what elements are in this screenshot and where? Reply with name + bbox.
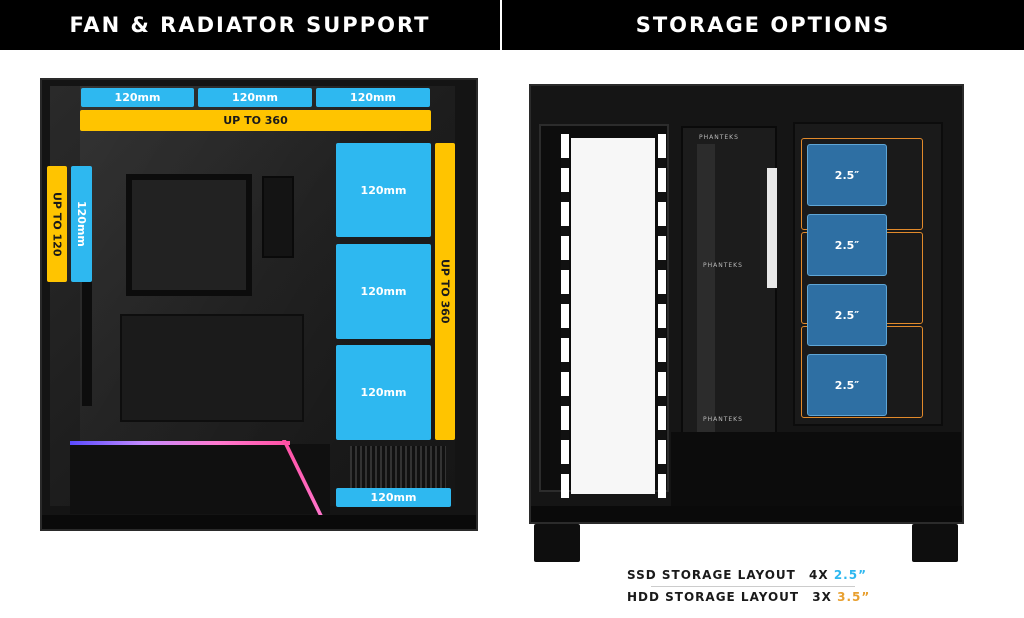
top-fan-2-label: 120mm [198, 88, 312, 107]
side-fan-3-label: 120mm [336, 345, 431, 440]
rear-io-bracket [82, 256, 92, 406]
case-foot-right [912, 524, 958, 562]
ssd-slot-1: 2.5″ [807, 144, 887, 206]
shroud-mesh [350, 446, 446, 492]
ssd-storage-layout-line: SSD STORAGE LAYOUT 4X 2.5” [627, 568, 867, 582]
storage-options-title: STORAGE OPTIONS [635, 13, 891, 37]
ssd-slot-2: 2.5″ [807, 214, 887, 276]
side-radiator-label: UP TO 360 [435, 143, 455, 440]
motherboard-cutout [126, 174, 252, 296]
top-fan-1-label: 120mm [81, 88, 194, 107]
brand-tag-3: PHANTEKS [703, 416, 743, 423]
gpu-mount-bar [697, 144, 715, 444]
case-foot-left [534, 524, 580, 562]
storage-legend-divider [651, 586, 855, 587]
side-fan-1-label: 120mm [336, 143, 431, 237]
bottom-fan-label: 120mm [336, 488, 451, 507]
fan-radiator-header: FAN & RADIATOR SUPPORT [0, 0, 500, 50]
storage-options-header: STORAGE OPTIONS [502, 0, 1024, 50]
brand-tag-1: PHANTEKS [699, 134, 739, 141]
case-base [42, 515, 476, 529]
vent-slots-right [658, 134, 666, 498]
white-cable-cover [767, 168, 777, 288]
vent-slots-left [561, 134, 569, 498]
hdd-layout-text: HDD STORAGE LAYOUT [627, 590, 800, 604]
ssd-slot-3: 2.5″ [807, 284, 887, 346]
psu-shroud [70, 444, 330, 514]
hdd-size: 3.5” [837, 590, 871, 604]
case-photo-storage: PHANTEKS PHANTEKS PHANTEKS 2.5″ 2.5″ 2.5… [529, 84, 964, 524]
rear-radiator-label: UP TO 120 [47, 166, 67, 282]
cable-grommet [262, 176, 294, 258]
rear-white-panel [571, 138, 655, 494]
rgb-light-strip [70, 441, 290, 445]
case-interior [50, 86, 455, 524]
fan-radiator-title: FAN & RADIATOR SUPPORT [69, 13, 431, 37]
psu-bay [671, 432, 961, 512]
motherboard-tray-plate [120, 314, 304, 422]
top-fan-3-label: 120mm [316, 88, 430, 107]
hdd-count: 3X [812, 590, 832, 604]
case-base-right [531, 506, 962, 522]
ssd-size: 2.5” [833, 568, 867, 582]
ssd-layout-text: SSD STORAGE LAYOUT [627, 568, 796, 582]
side-fan-2-label: 120mm [336, 244, 431, 339]
ssd-count: 4X [809, 568, 829, 582]
hdd-storage-layout-line: HDD STORAGE LAYOUT 3X 3.5” [627, 590, 870, 604]
brand-tag-2: PHANTEKS [703, 262, 743, 269]
rear-fan-label: 120mm [71, 166, 92, 282]
ssd-slot-4: 2.5″ [807, 354, 887, 416]
top-radiator-label: UP TO 360 [80, 110, 431, 131]
